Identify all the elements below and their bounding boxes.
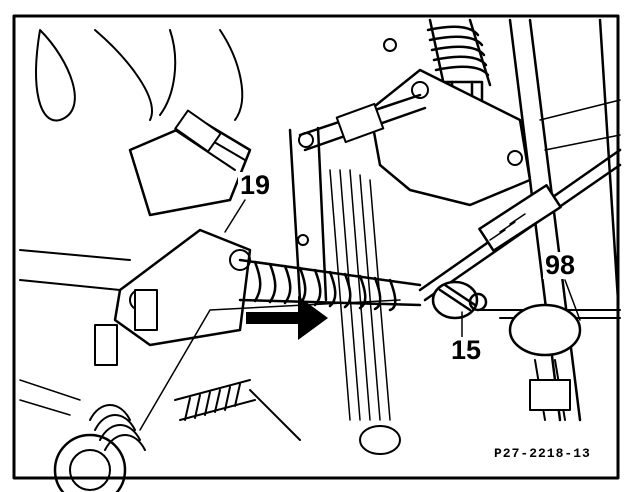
leader-19	[224, 199, 246, 233]
return-spring-center	[174, 379, 256, 421]
adjuster-nut	[431, 280, 488, 320]
lower-pulley	[53, 433, 127, 492]
bellows-boot	[238, 258, 422, 312]
wire-link	[139, 299, 401, 431]
callout-19: 19	[238, 170, 273, 200]
callout-98: 98	[543, 250, 578, 280]
figure-id: P27-2218-13	[494, 446, 591, 461]
leader-98	[564, 279, 581, 321]
figure-border	[12, 14, 620, 480]
vertical-post	[288, 126, 328, 302]
housing-upper-left	[35, 29, 76, 122]
bracket-plate	[368, 68, 532, 207]
direction-arrow	[246, 296, 328, 340]
callout-15: 15	[449, 335, 484, 365]
return-spring-left	[89, 404, 146, 451]
